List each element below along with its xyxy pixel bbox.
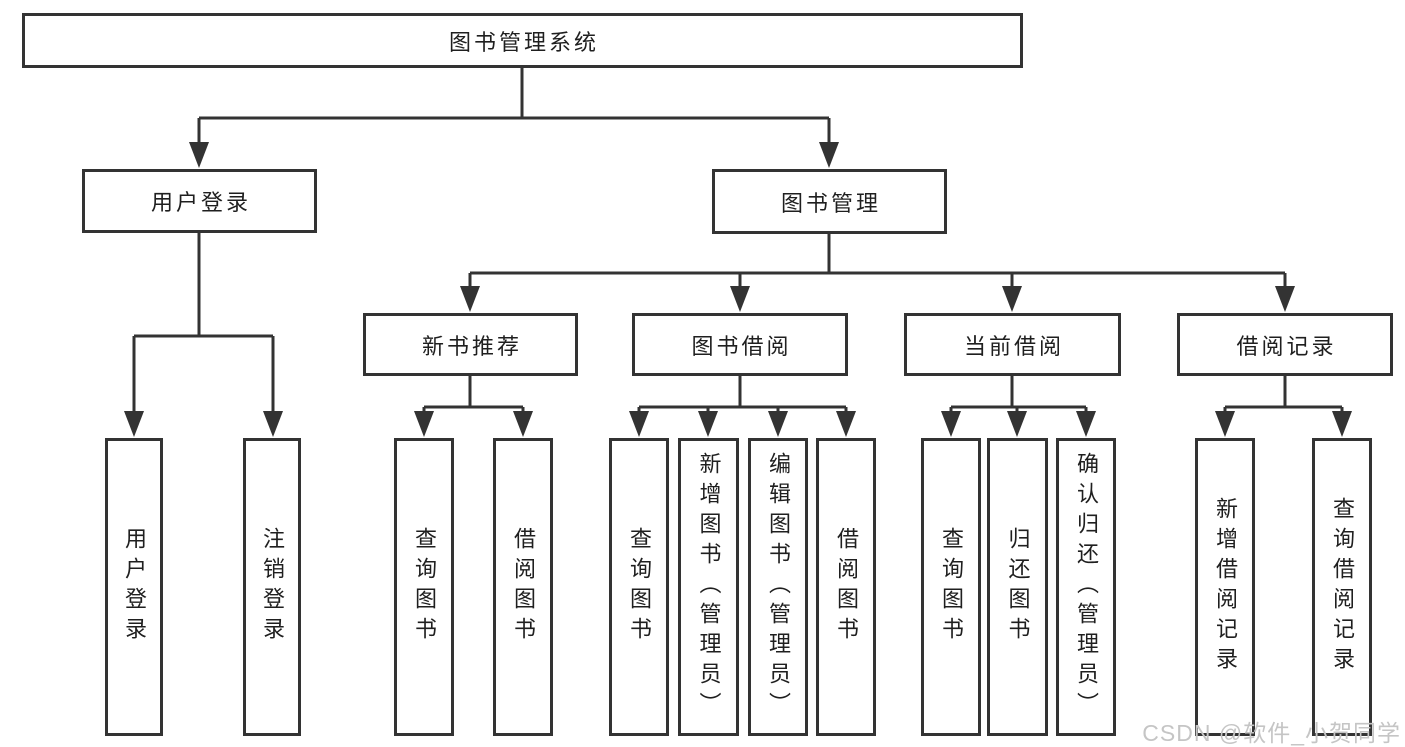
arrowhead-query-book-2: [629, 411, 649, 437]
arrowhead-login: [124, 411, 144, 437]
arrowhead-new-book-recommend: [460, 286, 480, 312]
arrowhead-query-book-3: [941, 411, 961, 437]
arrowhead-current-borrow: [1002, 286, 1022, 312]
node-leaf-edit-book-admin: 编辑图书（管理员）: [748, 438, 808, 736]
arrowhead-add-borrow-record: [1215, 411, 1235, 437]
connector-book-management: [468, 234, 1287, 294]
arrowhead-user-login: [189, 142, 209, 168]
node-leaf-return-book: 归还图书: [987, 438, 1048, 736]
arrowhead-logout: [263, 411, 283, 437]
node-label: 归还图书: [1005, 527, 1031, 647]
node-label: 查询图书: [412, 527, 437, 647]
arrowhead-query-borrow-record: [1332, 411, 1352, 437]
node-leaf-query-borrow-record: 查询借阅记录: [1312, 438, 1372, 736]
node-book-borrow: 图书借阅: [632, 313, 848, 376]
node-leaf-confirm-return-admin: 确认归还（管理员）: [1056, 438, 1116, 736]
node-leaf-query-book-1: 查询图书: [394, 438, 454, 736]
node-new-book-recommend: 新书推荐: [363, 313, 578, 376]
arrowhead-confirm-return: [1076, 411, 1096, 437]
node-leaf-borrow-book-1: 借阅图书: [493, 438, 553, 736]
csdn-watermark: CSDN @软件_小贺同学: [1142, 720, 1401, 746]
node-label: 查询图书: [627, 527, 652, 647]
node-leaf-add-borrow-record: 新增借阅记录: [1195, 438, 1255, 736]
arrowhead-borrow-book-1: [513, 411, 533, 437]
arrowhead-borrow-record: [1275, 286, 1295, 312]
arrowhead-borrow-book-2: [836, 411, 856, 437]
node-leaf-query-book-3: 查询图书: [921, 438, 981, 736]
connector-root: [197, 68, 831, 150]
arrowhead-return-book: [1007, 411, 1027, 437]
connector-borrow-record: [1223, 376, 1344, 419]
node-leaf-add-book-admin: 新增图书（管理员）: [678, 438, 739, 736]
node-label: 借阅图书: [834, 527, 859, 647]
node-current-borrow: 当前借阅: [904, 313, 1121, 376]
node-leaf-user-login: 用户登录: [105, 438, 163, 736]
connector-book-borrow: [637, 376, 848, 419]
node-label: 查询借阅记录: [1330, 497, 1355, 677]
node-label: 借阅图书: [511, 527, 536, 647]
node-label: 确认归还（管理员）: [1074, 452, 1099, 722]
node-borrow-record: 借阅记录: [1177, 313, 1393, 376]
arrowhead-query-book-1: [414, 411, 434, 437]
arrowhead-book-borrow: [730, 286, 750, 312]
arrowhead-add-book: [698, 411, 718, 437]
arrowhead-edit-book: [768, 411, 788, 437]
node-label: 编辑图书（管理员）: [766, 452, 791, 722]
node-label: 注销登录: [260, 527, 285, 647]
connector-new-book-recommend: [422, 376, 525, 419]
connector-user-login: [132, 233, 275, 419]
node-label: 新增图书（管理员）: [696, 452, 722, 722]
node-leaf-query-book-2: 查询图书: [609, 438, 669, 736]
node-library-management-system: 图书管理系统: [22, 13, 1023, 68]
node-label: 查询图书: [939, 527, 964, 647]
node-leaf-logout: 注销登录: [243, 438, 301, 736]
node-label: 用户登录: [122, 527, 147, 647]
node-book-management: 图书管理: [712, 169, 947, 234]
node-user-login: 用户登录: [82, 169, 317, 233]
node-leaf-borrow-book-2: 借阅图书: [816, 438, 876, 736]
node-label: 新增借阅记录: [1213, 497, 1238, 677]
arrowhead-book-management: [819, 142, 839, 168]
